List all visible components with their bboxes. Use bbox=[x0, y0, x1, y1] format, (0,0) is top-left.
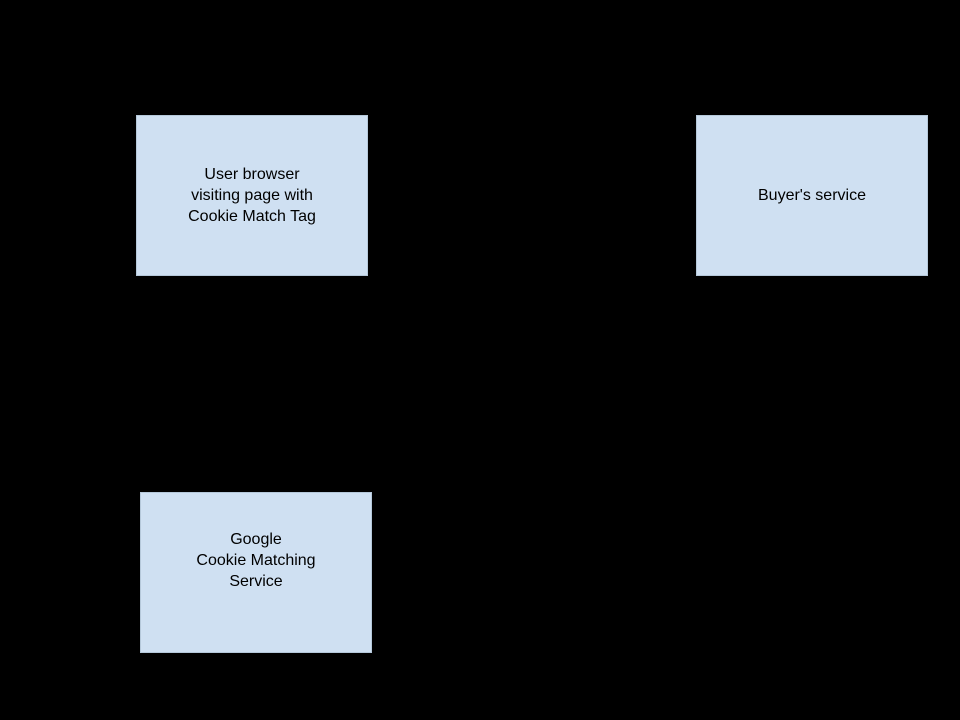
node-buyers-service-label: Buyer's service bbox=[758, 187, 866, 204]
node-user-browser-label: User browser visiting page with Cookie M… bbox=[188, 166, 316, 225]
node-user-browser[interactable]: User browser visiting page with Cookie M… bbox=[136, 115, 368, 276]
node-google-cookie-matching-service[interactable]: Google Cookie Matching Service bbox=[140, 492, 372, 653]
node-buyers-service[interactable]: Buyer's service bbox=[696, 115, 928, 276]
node-google-cookie-matching-service-label: Google Cookie Matching Service bbox=[196, 531, 316, 590]
